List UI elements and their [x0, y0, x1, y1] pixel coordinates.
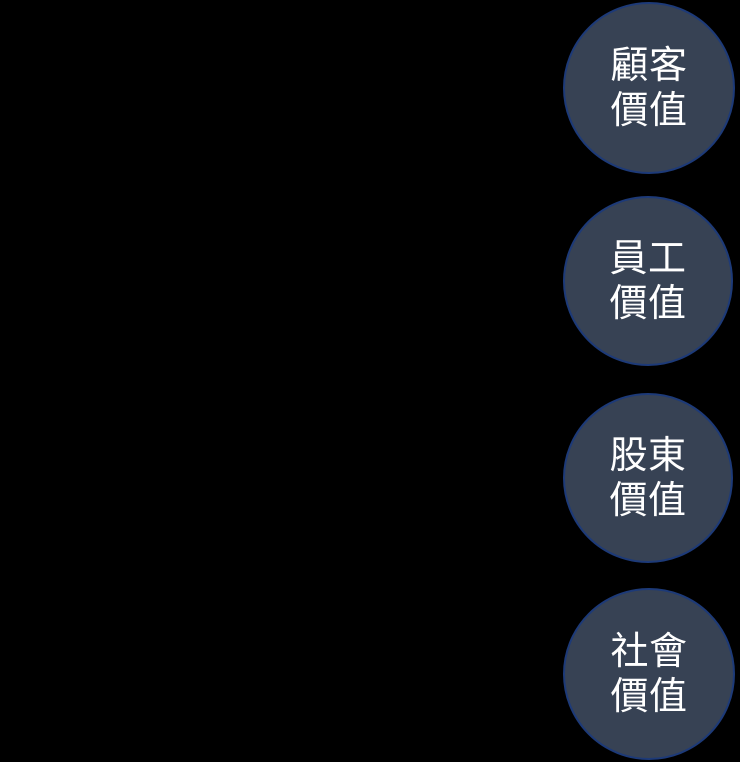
value-circle-label-line2: 價值: [610, 88, 688, 132]
value-circle-social-value[interactable]: 社會 價值: [563, 588, 735, 760]
value-circle-employee-value[interactable]: 員工 價值: [563, 196, 733, 366]
value-circle-label-line2: 價值: [610, 674, 688, 718]
value-circle-label-line1: 股東: [609, 433, 687, 477]
value-circle-label-line2: 價值: [609, 281, 687, 325]
value-circle-label-line1: 社會: [610, 629, 688, 673]
value-circle-shareholder-value[interactable]: 股東 價值: [563, 393, 733, 563]
value-circle-label-line1: 員工: [609, 236, 687, 280]
value-circle-customer-value[interactable]: 顧客 價值: [563, 2, 735, 174]
value-circle-label-line1: 顧客: [610, 43, 688, 87]
value-circle-label-line2: 價值: [609, 478, 687, 522]
